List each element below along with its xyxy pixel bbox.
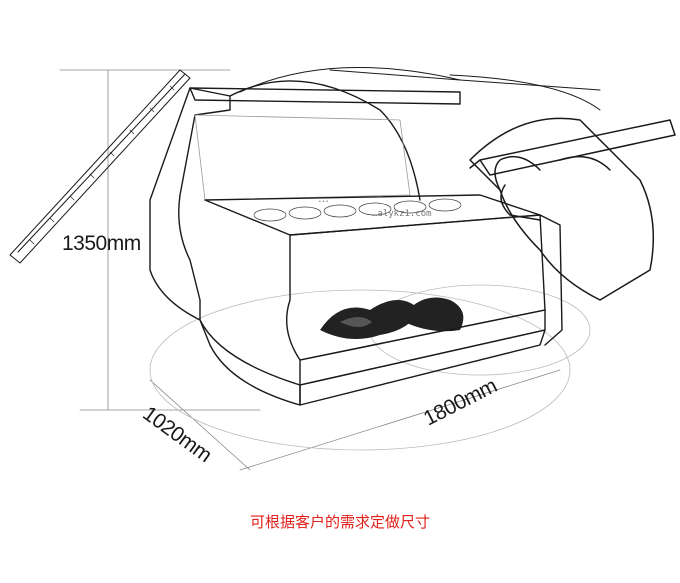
ruler-sketch — [9, 69, 191, 264]
custom-size-caption: 可根据客户的需求定做尺寸 — [249, 513, 430, 531]
height-dimension-label: 1350mm — [62, 232, 141, 255]
watermark-logo-text: … — [318, 192, 329, 205]
dimension-guides — [59, 69, 591, 471]
cabinet-body — [149, 67, 601, 406]
hand-with-pencil-sketch — [469, 117, 676, 301]
watermark-url: …alykz1.com — [372, 209, 432, 219]
